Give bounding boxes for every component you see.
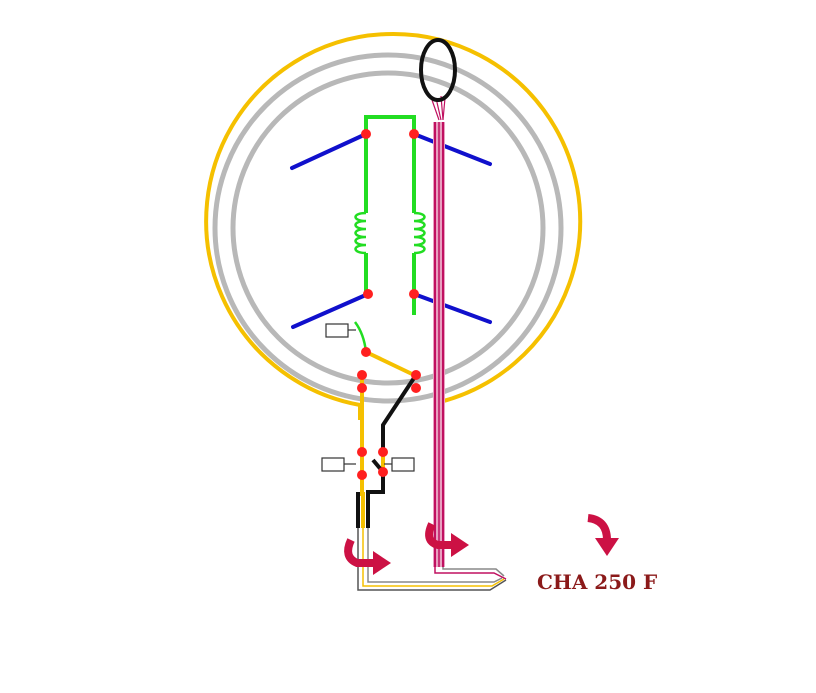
electrode-top-left bbox=[290, 132, 368, 170]
coil-right bbox=[413, 211, 426, 255]
junction-dots bbox=[357, 129, 421, 480]
inner-ring-outer bbox=[212, 52, 564, 404]
electrodes bbox=[290, 132, 492, 329]
outer-envelope bbox=[204, 31, 583, 407]
curved-arrow-left bbox=[344, 538, 391, 575]
filament bbox=[353, 115, 426, 353]
thermocouple-pipe bbox=[431, 95, 446, 567]
curved-arrow-down bbox=[587, 514, 619, 556]
starter-box-bottom-left bbox=[321, 457, 356, 472]
starter-box-top bbox=[325, 323, 356, 338]
electrode-bottom-left bbox=[291, 292, 370, 329]
model-label: CHA 250 F bbox=[537, 570, 657, 594]
curved-arrow-right bbox=[425, 522, 469, 557]
starter-box-bottom-right bbox=[384, 457, 415, 472]
inner-ring-inner bbox=[230, 70, 546, 386]
electrode-top-right bbox=[412, 132, 492, 166]
coil-left bbox=[354, 211, 367, 255]
electrode-bottom-right bbox=[412, 292, 492, 324]
top-loop bbox=[419, 38, 457, 102]
